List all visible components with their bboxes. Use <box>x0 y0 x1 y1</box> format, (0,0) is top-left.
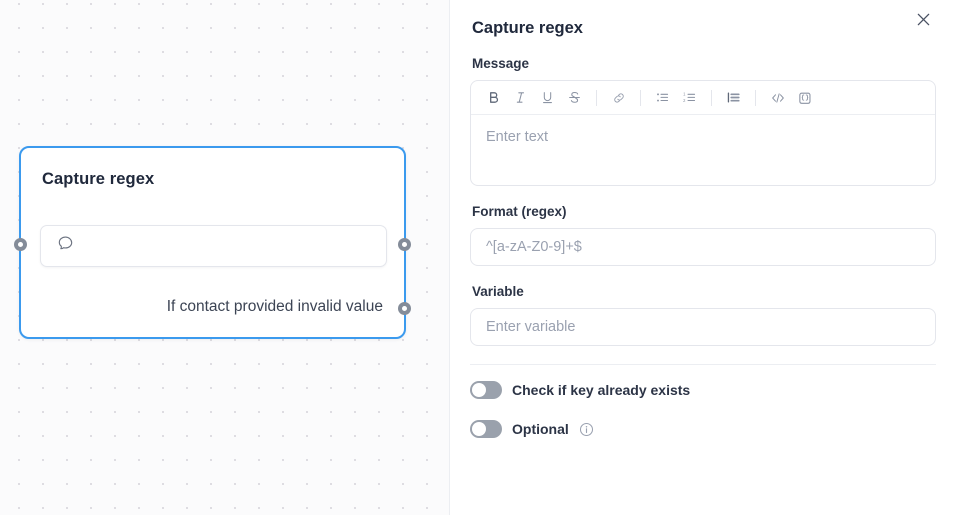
format-group: Format (regex) <box>470 204 936 266</box>
node-branch-label: If contact provided invalid value <box>166 298 383 315</box>
message-group: Message <box>470 56 936 186</box>
info-icon[interactable] <box>579 422 594 437</box>
message-editor-body[interactable]: Enter text <box>471 115 935 185</box>
code-icon[interactable] <box>765 85 790 110</box>
toggle-knob <box>472 422 486 436</box>
toolbar-divider <box>755 89 756 106</box>
toggle-row-optional: Optional <box>470 420 936 438</box>
check-key-exists-label: Check if key already exists <box>512 382 691 398</box>
optional-toggle[interactable] <box>470 420 502 438</box>
variable-input[interactable] <box>470 308 936 346</box>
message-label: Message <box>472 56 530 71</box>
toolbar-divider <box>596 89 597 106</box>
toggle-knob <box>472 383 486 397</box>
svg-text:2: 2 <box>683 98 686 103</box>
close-icon[interactable] <box>910 6 936 32</box>
message-editor[interactable]: 1 2 <box>470 80 936 186</box>
bold-icon[interactable] <box>481 85 506 110</box>
svg-text:1: 1 <box>683 91 686 96</box>
blockquote-icon[interactable] <box>721 85 746 110</box>
toolbar-divider <box>711 89 712 106</box>
panel-divider <box>470 364 936 365</box>
link-icon[interactable] <box>606 85 631 110</box>
variable-group: Variable <box>470 284 936 346</box>
toggle-row-check-key-exists: Check if key already exists <box>470 381 936 399</box>
editor-toolbar: 1 2 <box>471 81 935 115</box>
italic-icon[interactable] <box>508 85 533 110</box>
bullet-list-icon[interactable] <box>650 85 675 110</box>
variable-icon[interactable] <box>792 85 817 110</box>
flow-canvas[interactable]: Capture regex If contact provided invali… <box>0 0 449 515</box>
node-message-field[interactable] <box>40 225 387 267</box>
toolbar-divider <box>640 89 641 106</box>
numbered-list-icon[interactable]: 1 2 <box>677 85 702 110</box>
panel-title: Capture regex <box>472 18 583 37</box>
node-handle-output-invalid[interactable] <box>398 302 411 315</box>
format-label: Format (regex) <box>472 204 567 219</box>
format-regex-input[interactable] <box>470 228 936 266</box>
settings-panel: Capture regex Message <box>449 0 956 515</box>
strikethrough-icon[interactable] <box>562 85 587 110</box>
node-handle-input[interactable] <box>14 238 27 251</box>
variable-label: Variable <box>472 284 524 299</box>
message-placeholder: Enter text <box>486 129 549 145</box>
flow-node-capture-regex[interactable]: Capture regex If contact provided invali… <box>19 146 406 339</box>
underline-icon[interactable] <box>535 85 560 110</box>
node-title: Capture regex <box>42 170 155 188</box>
check-key-exists-toggle[interactable] <box>470 381 502 399</box>
panel-header: Capture regex <box>470 0 936 56</box>
node-handle-output-success[interactable] <box>398 238 411 251</box>
optional-label: Optional <box>512 421 569 437</box>
chat-bubble-icon <box>56 234 75 258</box>
